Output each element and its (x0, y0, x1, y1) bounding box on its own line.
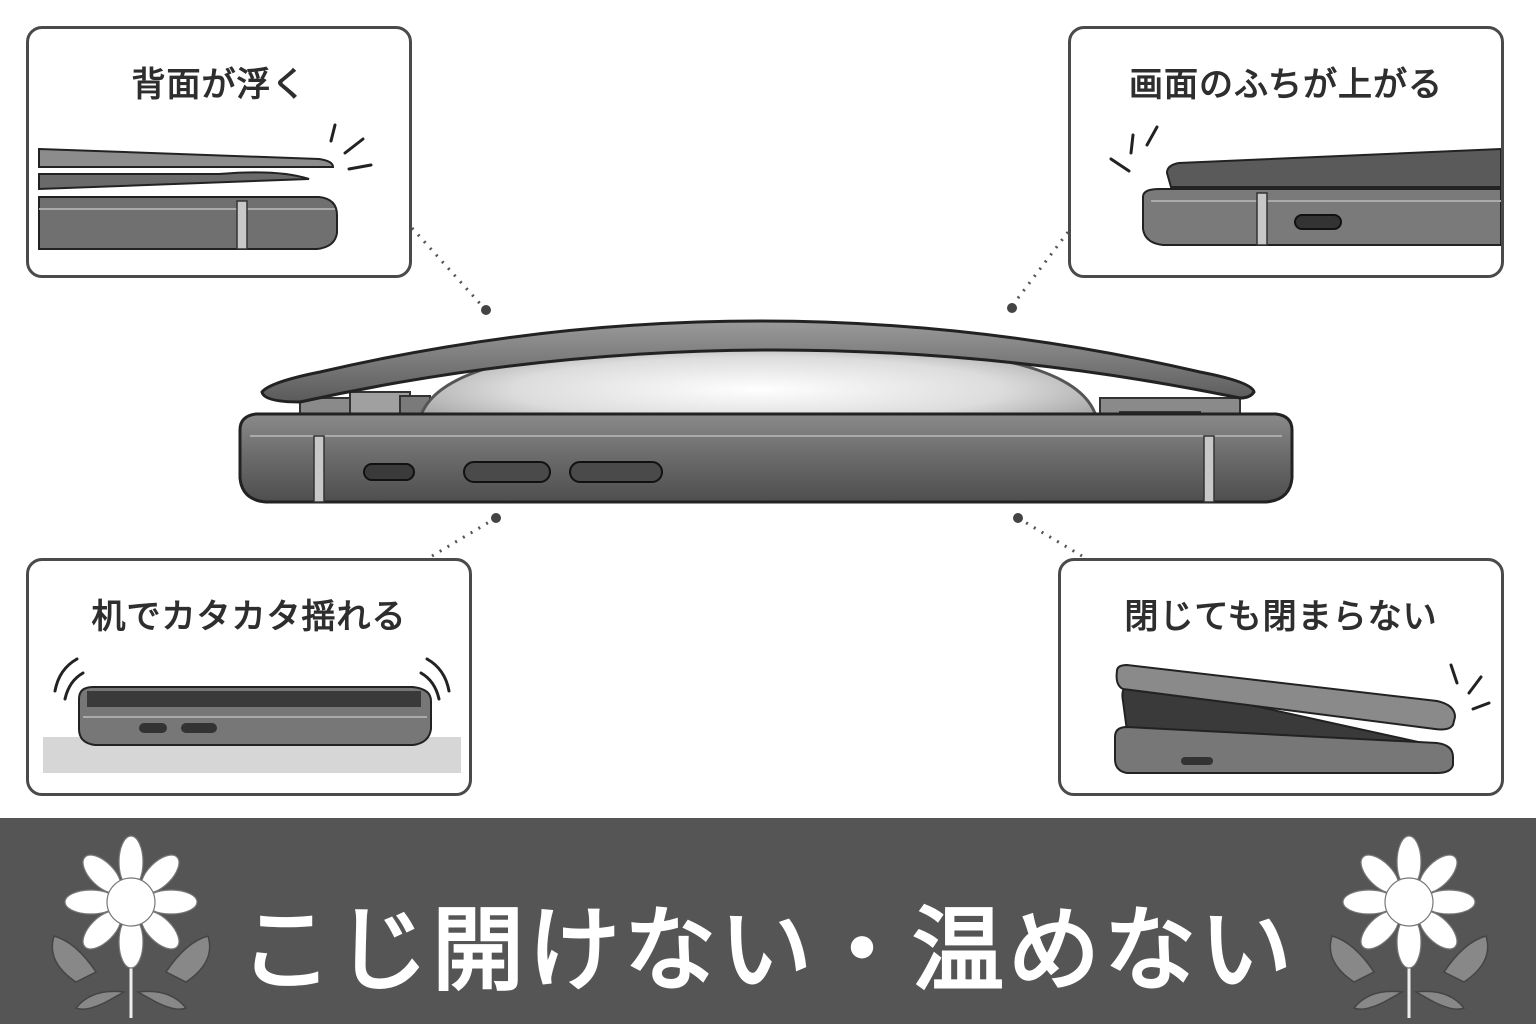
panel-label: 画面のふちが上がる (1129, 65, 1443, 105)
chrysanthemum-icon (51, 835, 211, 1018)
panel-screen-edge-lifting: 画面のふちが上がる (1068, 26, 1504, 278)
lifted-back-cover (260, 319, 1256, 404)
wobbling-on-desk-illustration (43, 657, 461, 773)
panel-wont-close: 閉じても閉まらない (1058, 558, 1504, 796)
panel-label: 机でカタカタ揺れる (91, 597, 407, 637)
back-lifting-illustration (38, 123, 373, 250)
panel-label: 閉じても閉まらない (1124, 597, 1438, 637)
panel-back-lifting: 背面が浮く (26, 26, 412, 278)
banner-headline: こじ開けない・温めない (239, 897, 1296, 1004)
phone-frame (238, 412, 1294, 504)
panel-wobbling-on-desk: 机でカタカタ揺れる (26, 558, 472, 796)
warning-banner: こじ開けない・温めない (0, 818, 1536, 1024)
volume-down-button (569, 461, 663, 483)
charging-port (1294, 214, 1342, 230)
chrysanthemum-icon (1329, 835, 1489, 1018)
side-button (363, 463, 415, 481)
screen-edge-lifting-illustration (1109, 125, 1501, 246)
volume-up-button (463, 461, 551, 483)
panel-label: 背面が浮く (131, 65, 307, 105)
wont-close-illustration (1114, 663, 1491, 774)
